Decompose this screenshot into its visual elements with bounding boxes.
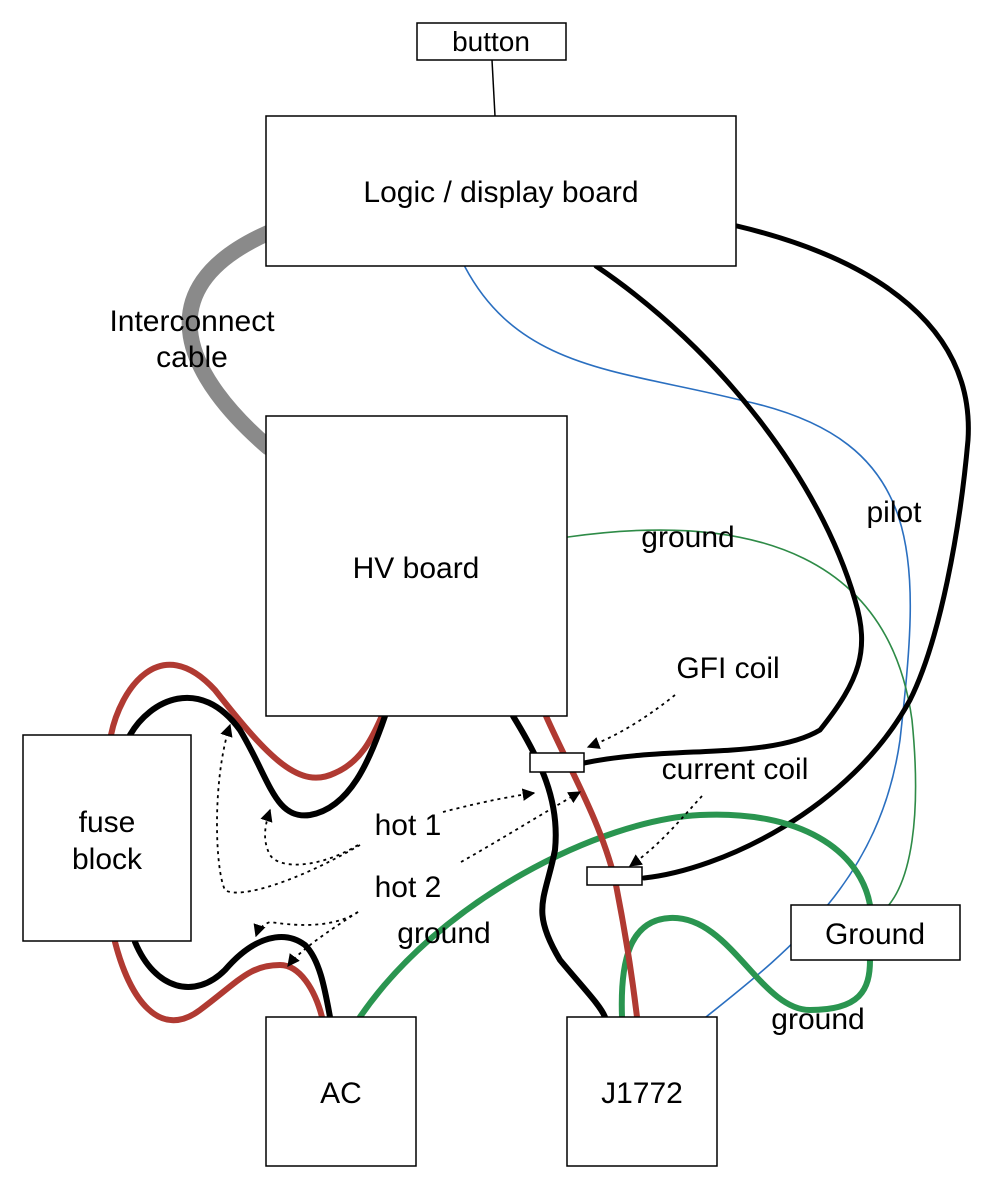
fuse-hv-red-wire [108,662,385,781]
hot2-pointer-ac [287,911,359,968]
ac-box: AC [265,1016,417,1167]
ground-top-label: ground [641,521,734,554]
hot2-pointer-right [460,791,582,863]
interconnect-cable [181,225,276,455]
ac-label: AC [320,1077,362,1110]
fuse-ac-black-wire [132,934,333,1020]
pilot-label: pilot [866,496,922,529]
fuse-hv-black-wire [127,695,388,819]
j1772-box: J1772 [566,1016,718,1167]
button-box: button [416,22,567,117]
j1772-ground-wire [618,914,873,1020]
fuse-block: fuse block [22,734,192,942]
button-label: button [452,26,530,57]
gfi-coil [529,752,585,773]
hot1-label: hot 1 [375,809,442,842]
current-coil-label: current coil [662,753,809,786]
ground-box-label: Ground [825,918,925,951]
ground-right-label: ground [771,1003,864,1036]
gfi-wire [581,263,865,766]
interconnect-label-line2: cable [156,341,228,374]
j1772-label: J1772 [601,1077,683,1110]
logic-display-board: Logic / display board [265,115,737,267]
interconnect-label-line1: Interconnect [109,305,275,338]
ground-mid-label: ground [397,917,490,950]
fuse-block-label-line2: block [72,843,143,876]
hot1-pointer-right [442,788,536,813]
fuse-ac-red-wire [112,939,325,1024]
current-coil [586,866,643,886]
hot2-label: hot 2 [375,871,442,904]
hot2-pointer-left [253,911,359,938]
hv-board-label: HV board [353,552,480,585]
pilot-wire [641,223,971,881]
thin-ground-wire [567,529,917,907]
gfi-coil-label: GFI coil [676,652,779,685]
hv-board: HV board [265,415,568,717]
current-coil-pointer [628,795,703,867]
ac-ground-wire [357,811,873,1020]
blue-signal-wire [464,266,912,1018]
logic-board-label: Logic / display board [363,176,638,209]
fuse-block-label-line1: fuse [79,806,136,839]
ground-box: Ground [790,904,961,961]
gfi-coil-pointer [586,694,676,749]
hot1-pointer-left [260,808,359,866]
